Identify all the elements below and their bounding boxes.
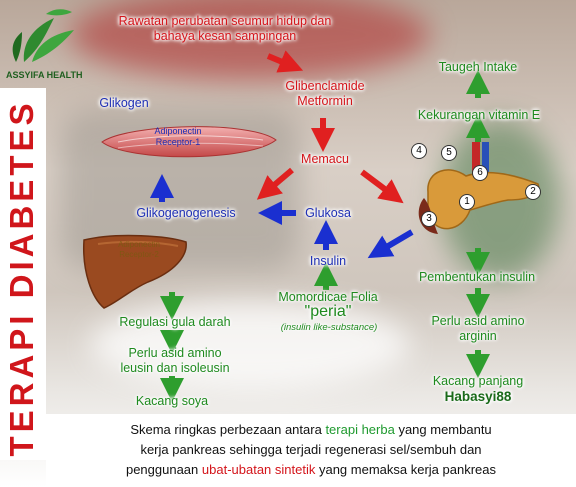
kacang-panjang-label: Kacang panjang [432, 374, 524, 388]
caption-line-1: Skema ringkas perbezaan antara terapi he… [46, 420, 576, 440]
adiponectin-line-1: Adiponectin [154, 126, 202, 136]
logo-text: ASSYIFA HEALTH [6, 70, 83, 80]
background-blur-red [70, 0, 430, 80]
caption-terapi-herba: terapi herba [325, 422, 395, 437]
adiponectin-receptor-1-label: Adiponectin Receptor-1 [138, 126, 218, 148]
background-blur-plate [90, 300, 410, 390]
arrow-memacu-to-glukosa [256, 167, 294, 200]
caption-line-3: penggunaan ubat-ubatan sintetik yang mem… [46, 460, 576, 480]
memacu-label: Memacu [301, 152, 349, 166]
pancreas-badge-4: 4 [411, 143, 427, 159]
vitamin-e-label: Kekurangan vitamin E [417, 108, 541, 122]
top-warning-label: Rawatan perubatan seumur hidup dan bahay… [118, 14, 332, 43]
caption-line-3-a: penggunaan [125, 462, 202, 477]
pancreas-badge-1: 1 [459, 194, 475, 210]
taugeh-label: Taugeh Intake [438, 60, 518, 74]
habasyi-label: Habasyi88 [444, 389, 512, 404]
arrow-top-to-drug [266, 50, 304, 73]
pancreas-badge-6: 6 [472, 165, 488, 181]
glukosa-label: Glukosa [305, 206, 351, 220]
arrow-memacu-to-pancreas [360, 169, 404, 204]
muscle-illustration [101, 126, 277, 158]
peria-label: "peria" [304, 303, 352, 320]
liver-illustration [83, 234, 187, 309]
caption-line-1-c: yang membantu [394, 422, 492, 437]
drug-glibenclamide-label: Glibenclamide [285, 79, 365, 93]
insulin-label: Insulin [309, 254, 347, 268]
caption-line-2: kerja pankreas sehingga terjadi regenera… [140, 442, 482, 457]
caption-line-1-a: Skema ringkas perbezaan antara [130, 422, 326, 437]
adiponectin-liver-line-2: Receptor-2 [119, 250, 159, 259]
asid-amino-right-line-2: arginin [459, 329, 497, 343]
arrow-pancreas-to-insulin [367, 229, 414, 259]
insulin-like-label: (insulin like-substance) [280, 322, 378, 333]
leaf-logo-icon [12, 9, 74, 62]
pancreas-badge-3: 3 [421, 211, 437, 227]
pancreas-badge-5: 5 [441, 145, 457, 161]
drug-metformin-label: Metformin [297, 94, 353, 108]
pembentukan-label: Pembentukan insulin [418, 270, 536, 284]
glikogen-label: Glikogen [99, 96, 149, 110]
pancreas-badge-2: 2 [525, 184, 541, 200]
adiponectin-receptor-2-label: Adiponectin Receptor-2 [104, 240, 174, 260]
adiponectin-line-2: Receptor-1 [155, 137, 201, 147]
glikogenogenesis-label: Glikogenogenesis [136, 206, 236, 220]
assyifa-logo: ASSYIFA HEALTH [2, 4, 92, 84]
momordicae-label: Momordicae Folia [278, 290, 378, 304]
adiponectin-liver-line-1: Adiponectin [118, 240, 160, 249]
asid-amino-left-line-2: leusin dan isoleusin [120, 361, 230, 375]
kacang-soya-label: Kacang soya [135, 394, 209, 408]
regulasi-label: Regulasi gula darah [119, 315, 231, 329]
caption-ubat-sintetik: ubat-ubatan sintetik [201, 462, 316, 477]
asid-amino-right-line-1: Perlu asid amino [431, 314, 525, 328]
caption: Skema ringkas perbezaan antara terapi he… [46, 414, 576, 487]
caption-line-3-c: yang memaksa kerja pankreas [315, 462, 497, 477]
side-band [0, 88, 46, 460]
asid-amino-left-line-1: Perlu asid amino [128, 346, 222, 360]
